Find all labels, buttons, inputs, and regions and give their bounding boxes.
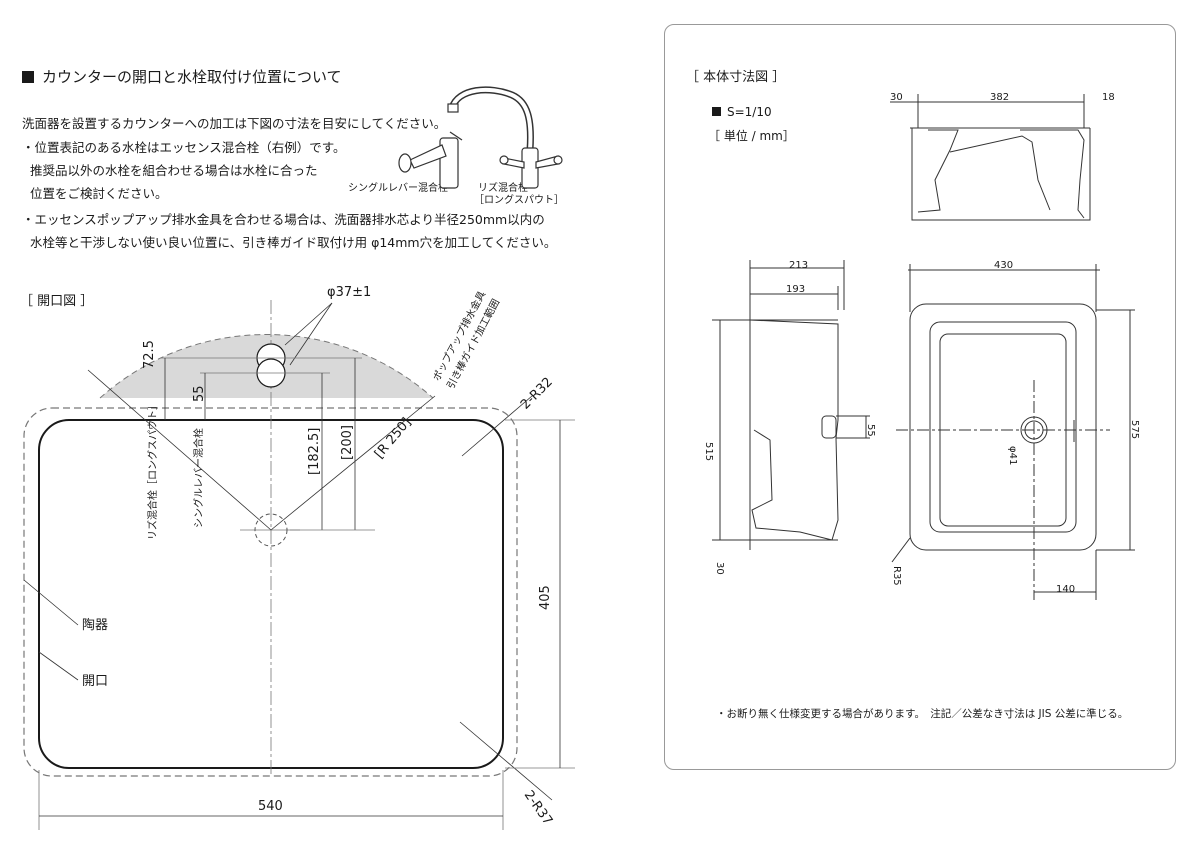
side-dim-h: 515 — [703, 442, 714, 462]
bullet2-line2: 水栓等と干渉しない使い良い位置に、引き棒ガイド取付け用 φ14mm穴を加工してく… — [30, 235, 557, 250]
front-elevation — [890, 94, 1091, 221]
dim-55: 55 — [192, 385, 207, 402]
plan-dim-140: 140 — [1056, 584, 1076, 595]
side-dim-w2: 193 — [786, 284, 806, 295]
intro-text: 洗面器を設置するカウンターへの加工は下図の寸法を目安にしてください。 — [22, 116, 447, 131]
side-elevation — [712, 260, 870, 550]
bullet2-line1: ・エッセンスポップアップ排水金具を合わせる場合は、洗面器排水芯より半径250mm… — [22, 212, 545, 227]
dim-200: [200] — [340, 425, 355, 460]
square-bullet-icon — [712, 107, 721, 116]
single-lever-label: シングルレバー混合栓 — [348, 183, 448, 194]
side-dim-55: 55 — [865, 424, 876, 437]
opening-label: 開口 — [82, 674, 109, 689]
riser-label-1: リズ混合栓 — [478, 183, 528, 194]
riser-label-2: ［ロングスパウト］ — [474, 195, 564, 206]
plan-view — [891, 264, 1135, 600]
plan-dim-w: 430 — [994, 260, 1014, 271]
plan-dim-h: 575 — [1129, 420, 1140, 440]
top-dim-b: 382 — [990, 92, 1010, 103]
dim-72-5: 72.5 — [142, 340, 157, 369]
dim-540: 540 — [258, 799, 283, 814]
bullet1-line2: 推奨品以外の水栓を組合わせる場合は水栓に合った — [30, 163, 318, 178]
plan-radius-35: R35 — [891, 566, 902, 586]
bullet1-line1: ・位置表記のある水栓はエッセンス混合栓（右例）です。 — [22, 140, 346, 155]
body-dimension-title: ［ 本体寸法図 ］ — [686, 70, 786, 85]
single-vertical-label: シングルレバー混合栓 — [194, 428, 205, 528]
bullet1-line3: 位置をご検討ください。 — [30, 186, 168, 201]
unit-label: ［ 単位 / mm］ — [708, 129, 795, 143]
dim-405: 405 — [538, 585, 553, 610]
hole-dimension: φ37±1 — [327, 285, 372, 300]
ceramic-label: 陶器 — [82, 618, 109, 633]
riser-vertical-label: リズ混合栓［ロングスパウト］ — [148, 400, 159, 540]
side-dim-30: 30 — [714, 562, 725, 575]
top-dim-c: 18 — [1102, 92, 1115, 103]
scale-label: S=1/10 — [712, 105, 772, 119]
opening-diagram — [23, 86, 575, 830]
section-heading: カウンターの開口と水栓取付け位置について — [22, 66, 342, 87]
square-bullet-icon — [22, 71, 34, 83]
single-lever-faucet-icon — [398, 131, 463, 189]
side-dim-w1: 213 — [789, 260, 809, 271]
body-drawings — [712, 94, 1135, 600]
spec-note: ・お断り無く仕様変更する場合があります。 注記／公差なき寸法は JIS 公差に準… — [716, 708, 1129, 720]
top-dim-a: 30 — [890, 92, 903, 103]
dim-182-5: [182.5] — [307, 427, 322, 475]
dimension-panel — [664, 24, 1176, 770]
plan-hole-dim: φ41 — [1007, 446, 1018, 466]
opening-title: ［ 開口図 ］ — [20, 294, 94, 309]
riser-faucet-icon — [447, 86, 563, 189]
